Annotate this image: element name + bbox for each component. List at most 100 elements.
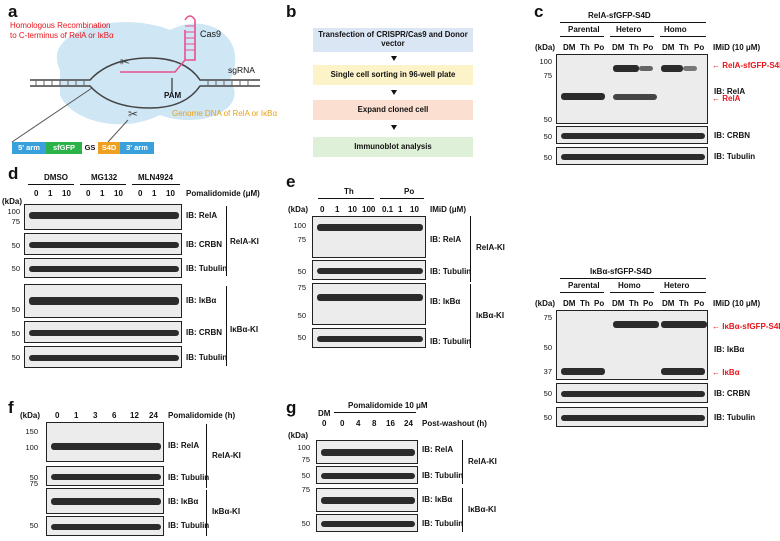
c-lane-7: DM [662,43,675,52]
f-time: 3 [93,411,98,420]
d-ib: IB: RelA [186,211,218,220]
f-kda: (kDa) [20,411,41,420]
c-bot-ib-crbn: IB: CRBN [714,389,750,398]
d-dose: 1 [100,189,105,198]
c-tubulin-blot [556,147,708,165]
f-marker: 75 [29,479,38,488]
c-lane-8: Th [679,43,689,52]
f-ib: IB: RelA [168,441,200,450]
d-tubulin2-blot [24,346,182,368]
g-washout: Post-washout (h) [422,419,487,428]
d-group-1: DMSO [44,173,68,182]
f-tubulin-blot [46,466,164,486]
panel-label-d: d [8,164,19,183]
c-crbn-blot [556,126,708,144]
e-dose: 10 [410,205,419,214]
c-bot-imid: IMiD (10 μM) [713,299,761,308]
panel-label-g: g [286,398,297,417]
e-marker: 50 [297,333,306,342]
panel-label-c: c [534,2,544,21]
c-ib-rela: IB: RelA [714,87,746,96]
c-lane-4: DM [612,43,625,52]
c-bot-crbn-blot [556,383,708,403]
e-ib: IB: IκBα [430,297,461,306]
svg-text:✂: ✂ [120,55,130,69]
workflow-step-4: Immunoblot analysis [313,137,473,157]
pam-label: PAM [164,91,182,100]
c-lane-3: Po [594,43,605,52]
e-group-2: Po [404,187,415,196]
g-marker: 100 [297,443,310,452]
d-marker: 50 [11,305,20,314]
e-group-1: Th [344,187,354,196]
hr-title-line1: Homologous Recombination [10,21,111,30]
d-crbn2-blot [24,321,182,343]
c-imid: IMiD (10 μM) [713,43,761,52]
f-time: 12 [130,411,139,420]
g-marker: 75 [301,455,310,464]
d-marker: 50 [11,353,20,362]
d-ib: IB: IκBα [186,296,217,305]
c-bot-kda: (kDa) [535,299,556,308]
g-ib: IB: IκBα [422,495,453,504]
d-line-rela: RelA-KI [230,237,259,246]
e-marker: 50 [297,311,306,320]
c-bot-ib-tubulin: IB: Tubulin [714,413,756,422]
g-ikba-blot [316,488,418,512]
donor-3arm: 3' arm [120,142,154,154]
donor-5arm: 5' arm [12,142,46,154]
d-dose: 0 [34,189,39,198]
cas9-complex-illustration: ✂ ✂ [11,15,260,143]
g-line-rela: RelA-KI [468,457,497,466]
donor-vector: 5' arm sfGFP GS S4D 3' arm [12,142,154,154]
f-time: 0 [55,411,60,420]
d-ib: IB: Tubulin [186,353,228,362]
d-dose: 0 [138,189,143,198]
c-lane-9: Po [694,43,705,52]
d-marker: 100 [7,207,20,216]
c-kda: (kDa) [535,43,556,52]
c-marker: 75 [543,313,552,322]
g-ib: IB: Tubulin [422,519,464,528]
arrow-down-icon [391,125,397,130]
g-time: 8 [372,419,377,428]
c-top-group-1: Parental [568,25,600,34]
arrow-down-icon [391,56,397,61]
e-dose: 1 [335,205,340,214]
f-marker: 100 [25,443,38,452]
f-ib: IB: IκBα [168,497,199,506]
c-bot-group-2: Homo [618,281,641,290]
g-treatment: Pomalidomide 10 μM [348,401,428,410]
c-marker: 100 [539,57,552,66]
c-marker: 50 [543,132,552,141]
f-ib: IB: Tubulin [168,521,210,530]
d-dose: 1 [48,189,53,198]
e-marker: 75 [297,283,306,292]
g-tubulin2-blot [316,514,418,532]
f-time: 6 [112,411,117,420]
d-dose: 10 [62,189,71,198]
e-line-rela: RelA-KI [476,243,505,252]
workflow-step-2: Single cell sorting in 96-well plate [313,65,473,85]
d-dose: 10 [114,189,123,198]
g-time: 0 [340,419,345,428]
c-bot-lane: Po [594,299,605,308]
g-time: 24 [404,419,413,428]
e-ikba-blot [312,283,426,325]
c-bot-lane: DM [662,299,675,308]
c-marker: 50 [543,413,552,422]
arrow-down-icon [391,90,397,95]
c-bot-tubulin-blot [556,407,708,427]
panel-label-e: e [286,172,296,191]
d-group-3: MLN4924 [138,173,174,182]
g-marker: 50 [301,519,310,528]
d-ib: IB: CRBN [186,240,222,249]
c-top-group-2: Hetero [616,25,642,34]
c-arrow-rela-sfgfp: ← RelA-sfGFP-S4D [712,61,780,70]
c-lane-2: Th [580,43,590,52]
c-bot-lane: Th [629,299,639,308]
e-marker: 100 [293,221,306,230]
c-bot-lane: Po [694,299,705,308]
f-marker: 150 [25,427,38,436]
c-ib-ikba: IB: IκBα [714,345,745,354]
